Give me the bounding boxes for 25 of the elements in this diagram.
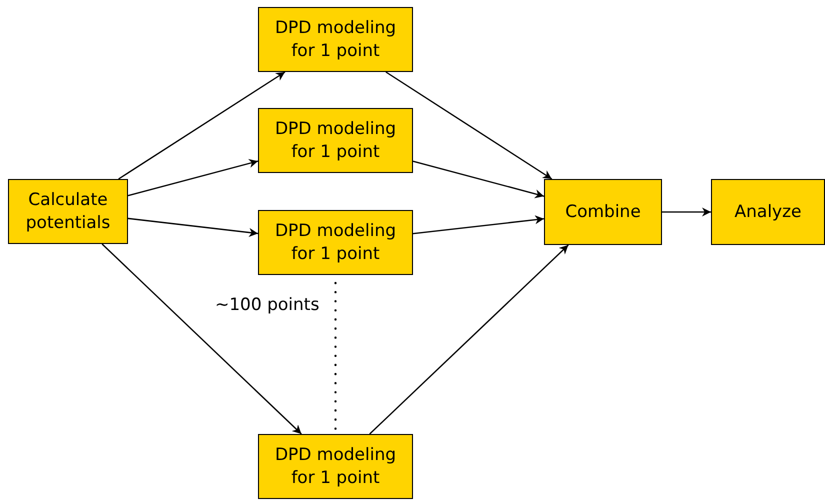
box-label: DPD modeling for 1 point: [274, 17, 398, 62]
box-label: Analyze: [734, 200, 802, 224]
arrow: [128, 218, 258, 237]
process-box: [544, 179, 662, 245]
process-box: [258, 210, 413, 275]
arrow: [369, 244, 569, 434]
arrow: [662, 208, 711, 216]
arrow: [102, 244, 302, 434]
process-box: [8, 179, 128, 244]
arrow: [386, 71, 552, 180]
box-label: DPD modeling for 1 point: [274, 220, 398, 265]
dotted-line: [334, 282, 337, 432]
process-box: [258, 7, 413, 72]
box-label: DPD modeling for 1 point: [274, 444, 398, 489]
arrow: [118, 71, 286, 180]
box-label: Calculate potentials: [24, 189, 112, 234]
arrow: [412, 215, 544, 234]
arrow: [128, 159, 258, 196]
process-box: [711, 179, 825, 245]
process-box: [258, 434, 413, 499]
arrow: [412, 160, 544, 198]
box-label: Combine: [565, 200, 641, 224]
box-label: DPD modeling for 1 point: [274, 118, 398, 163]
count-note: ~100 points: [215, 295, 320, 315]
process-box: [258, 108, 413, 173]
